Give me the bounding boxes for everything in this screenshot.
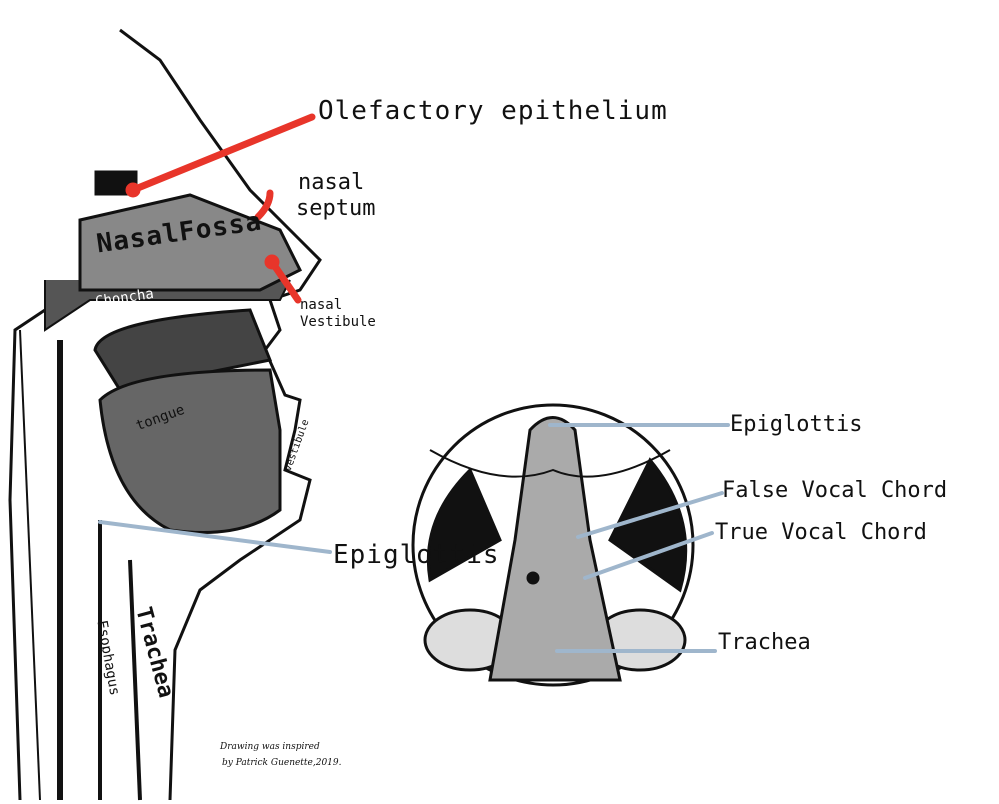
head-sagittal-drawing: [8, 28, 322, 801]
label-trachea-larynx: Trachea: [718, 630, 811, 655]
blue-leader-lines: [98, 423, 730, 653]
credit-line-2: by Patrick Guenette,2019.: [222, 758, 342, 768]
label-nasal-vestibule-2: Vestibule: [300, 314, 376, 330]
label-epiglottis-sagittal: Epiglottis: [333, 540, 500, 570]
label-olfactory-epithelium: Olefactory epithelium: [318, 96, 668, 126]
label-nasal-septum-1: nasal: [298, 170, 365, 195]
label-false-vocal-chord: False Vocal Chord: [722, 478, 948, 503]
label-epiglottis-larynx: Epiglottis: [730, 412, 863, 437]
label-nasal-vestibule-1: nasal: [300, 297, 343, 313]
label-true-vocal-chord: True Vocal Chord: [715, 520, 927, 545]
red-leader-lines: [125, 113, 316, 304]
credit-line-1: Drawing was inspired: [220, 742, 320, 752]
label-nasal-septum-2: septum: [296, 196, 376, 221]
larynx-cross-section-drawing: [411, 403, 695, 687]
